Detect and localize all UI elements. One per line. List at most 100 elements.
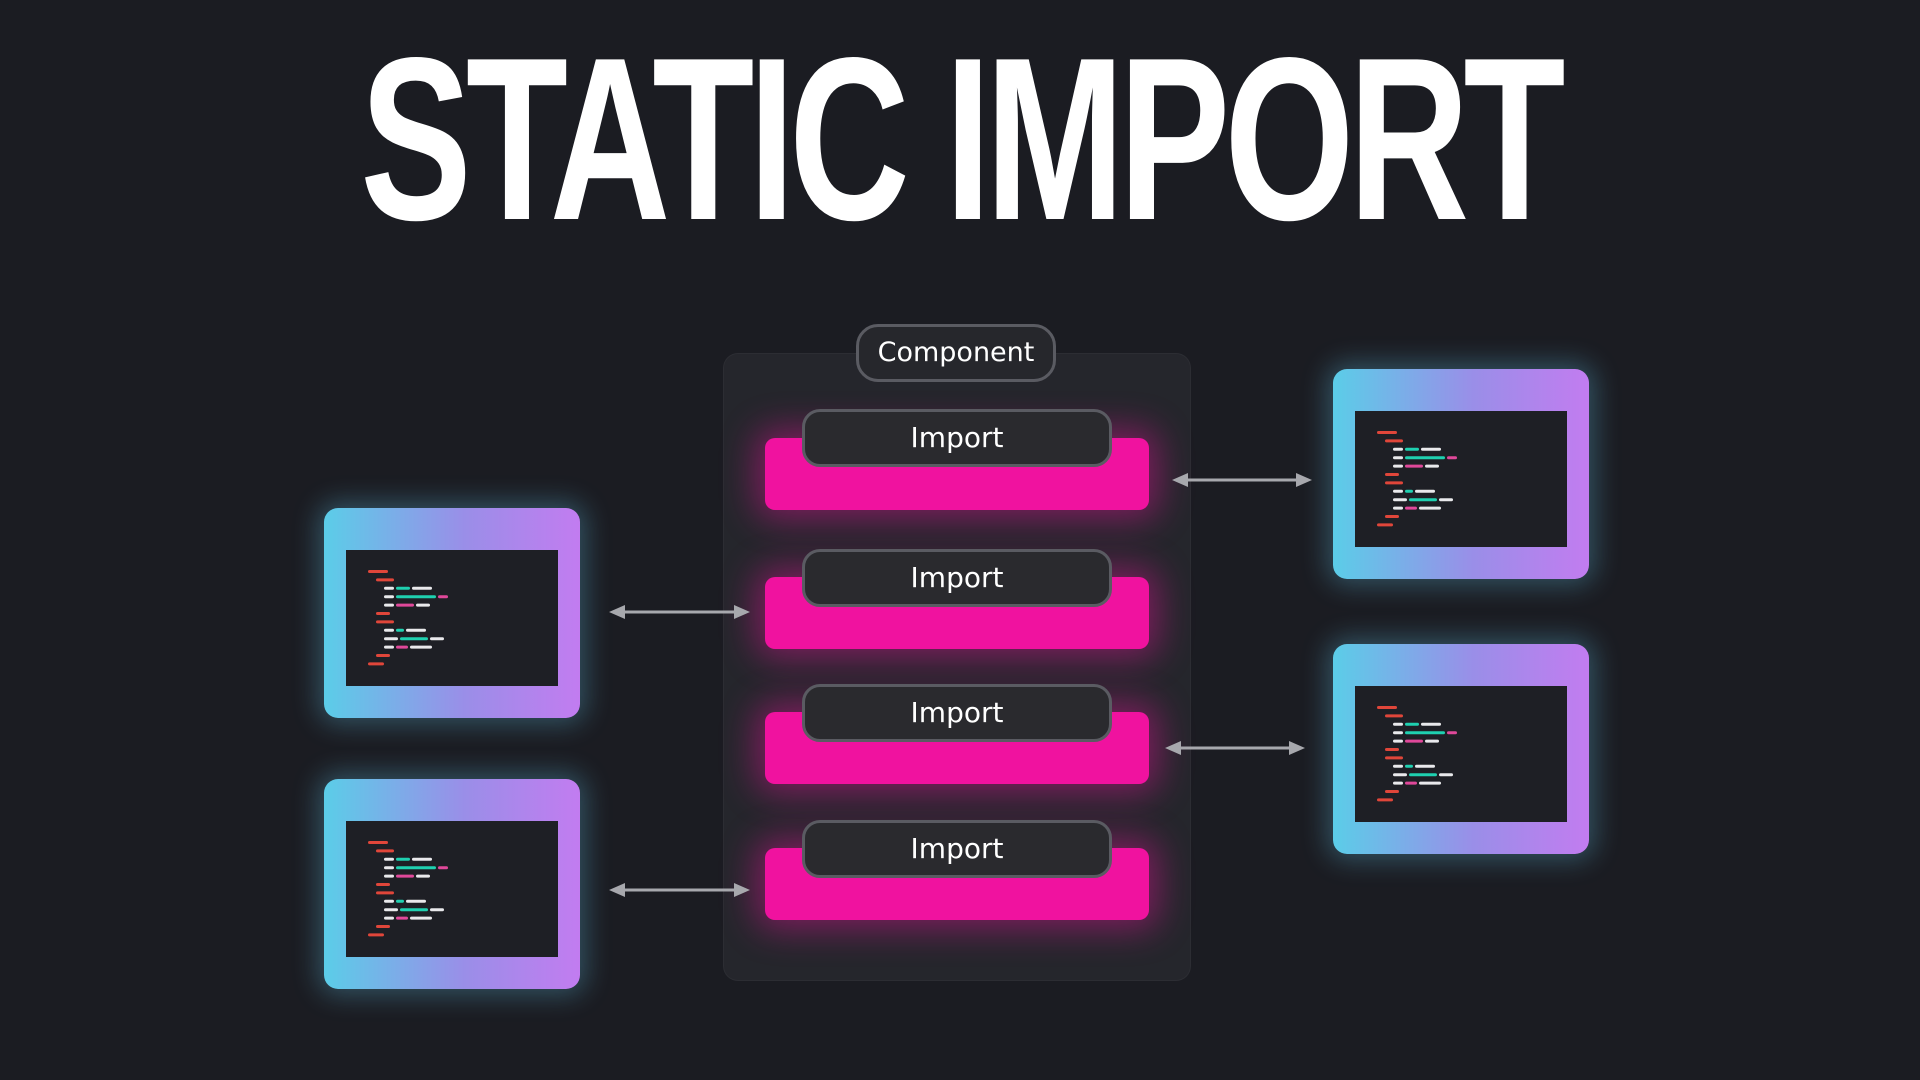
- code-line-segment: [1377, 523, 1393, 527]
- code-line-segment: [1393, 722, 1403, 726]
- code-line-segment: [1393, 456, 1403, 460]
- code-line-segment: [400, 908, 428, 912]
- code-line-segment: [396, 595, 436, 599]
- double-arrow-icon: [1172, 473, 1312, 487]
- page-title: STATIC IMPORT: [360, 10, 1565, 269]
- code-line-segment: [1393, 731, 1403, 735]
- code-window-left-2: [324, 779, 580, 989]
- code-line-segment: [376, 883, 390, 886]
- code-line-segment: [1447, 456, 1457, 460]
- code-line-segment: [384, 866, 394, 870]
- code-window-left-1: [324, 508, 580, 718]
- code-line-segment: [1415, 489, 1435, 493]
- code-line-segment: [384, 595, 394, 599]
- code-line-segment: [1393, 498, 1407, 502]
- arrow-head: [1172, 473, 1188, 487]
- code-line-segment: [384, 637, 398, 641]
- code-line-segment: [1405, 764, 1413, 768]
- code-line-segment: [1419, 781, 1441, 785]
- code-line-segment: [396, 645, 408, 649]
- code-line-segment: [1447, 731, 1457, 735]
- code-line-segment: [1405, 739, 1423, 743]
- code-line-segment: [1393, 781, 1403, 785]
- code-line-segment: [376, 578, 394, 582]
- code-line-segment: [368, 662, 384, 666]
- code-line-segment: [1425, 739, 1439, 743]
- code-line-segment: [1385, 515, 1399, 518]
- code-line-segment: [384, 586, 394, 590]
- code-line-segment: [430, 637, 444, 641]
- code-line-segment: [384, 645, 394, 649]
- code-line-segment: [1405, 447, 1419, 451]
- code-line-segment: [1405, 731, 1445, 735]
- code-line-segment: [410, 645, 432, 649]
- code-lines: [368, 570, 448, 666]
- code-line-segment: [1377, 798, 1393, 802]
- code-window-right-1: [1333, 369, 1589, 579]
- code-line-segment: [438, 595, 448, 599]
- code-line-segment: [406, 899, 426, 903]
- code-line-segment: [430, 908, 444, 912]
- code-line-segment: [1421, 722, 1441, 726]
- code-line-segment: [384, 874, 394, 878]
- code-file-icon: [1355, 411, 1567, 547]
- code-line-segment: [406, 628, 426, 632]
- code-file-icon: [346, 550, 558, 686]
- code-line-segment: [1439, 773, 1453, 777]
- code-line-segment: [1393, 447, 1403, 451]
- code-line-segment: [384, 916, 394, 920]
- import-label-3: Import: [802, 684, 1112, 742]
- code-line-segment: [412, 586, 432, 590]
- code-line-segment: [1393, 773, 1407, 777]
- code-line-segment: [1415, 764, 1435, 768]
- code-line-segment: [376, 925, 390, 928]
- import-label-2: Import: [802, 549, 1112, 607]
- code-line-segment: [376, 849, 394, 853]
- code-line-segment: [396, 874, 414, 878]
- component-label: Component: [856, 324, 1056, 382]
- code-file-icon: [1355, 686, 1567, 822]
- code-line-segment: [1419, 506, 1441, 510]
- arrow-head: [609, 605, 625, 619]
- code-line-segment: [1439, 498, 1453, 502]
- code-line-segment: [1385, 756, 1403, 760]
- code-line-segment: [1409, 773, 1437, 777]
- code-line-segment: [400, 637, 428, 641]
- code-line-segment: [1405, 781, 1417, 785]
- arrow-head: [734, 883, 750, 897]
- code-lines: [1377, 706, 1457, 802]
- code-line-segment: [1385, 473, 1399, 476]
- arrow-head: [734, 605, 750, 619]
- code-line-segment: [384, 908, 398, 912]
- code-line-segment: [1377, 706, 1397, 709]
- code-line-segment: [396, 586, 410, 590]
- code-line-segment: [376, 654, 390, 657]
- import-label-1: Import: [802, 409, 1112, 467]
- code-line-segment: [396, 916, 408, 920]
- code-line-segment: [396, 603, 414, 607]
- code-line-segment: [1393, 489, 1403, 493]
- code-line-segment: [396, 857, 410, 861]
- code-lines: [1377, 431, 1457, 527]
- code-line-segment: [1425, 464, 1439, 468]
- code-line-segment: [376, 891, 394, 895]
- code-line-segment: [1405, 506, 1417, 510]
- code-line-segment: [1405, 456, 1445, 460]
- code-line-segment: [1393, 464, 1403, 468]
- code-line-segment: [384, 603, 394, 607]
- code-line-segment: [1385, 714, 1403, 718]
- code-line-segment: [1393, 739, 1403, 743]
- code-line-segment: [416, 874, 430, 878]
- code-line-segment: [410, 916, 432, 920]
- code-line-segment: [1405, 722, 1419, 726]
- code-file-icon: [346, 821, 558, 957]
- code-line-segment: [416, 603, 430, 607]
- code-line-segment: [1405, 489, 1413, 493]
- arrow-head: [1165, 741, 1181, 755]
- code-line-segment: [396, 628, 404, 632]
- code-line-segment: [1385, 439, 1403, 443]
- code-line-segment: [1377, 431, 1397, 434]
- code-line-segment: [368, 570, 388, 573]
